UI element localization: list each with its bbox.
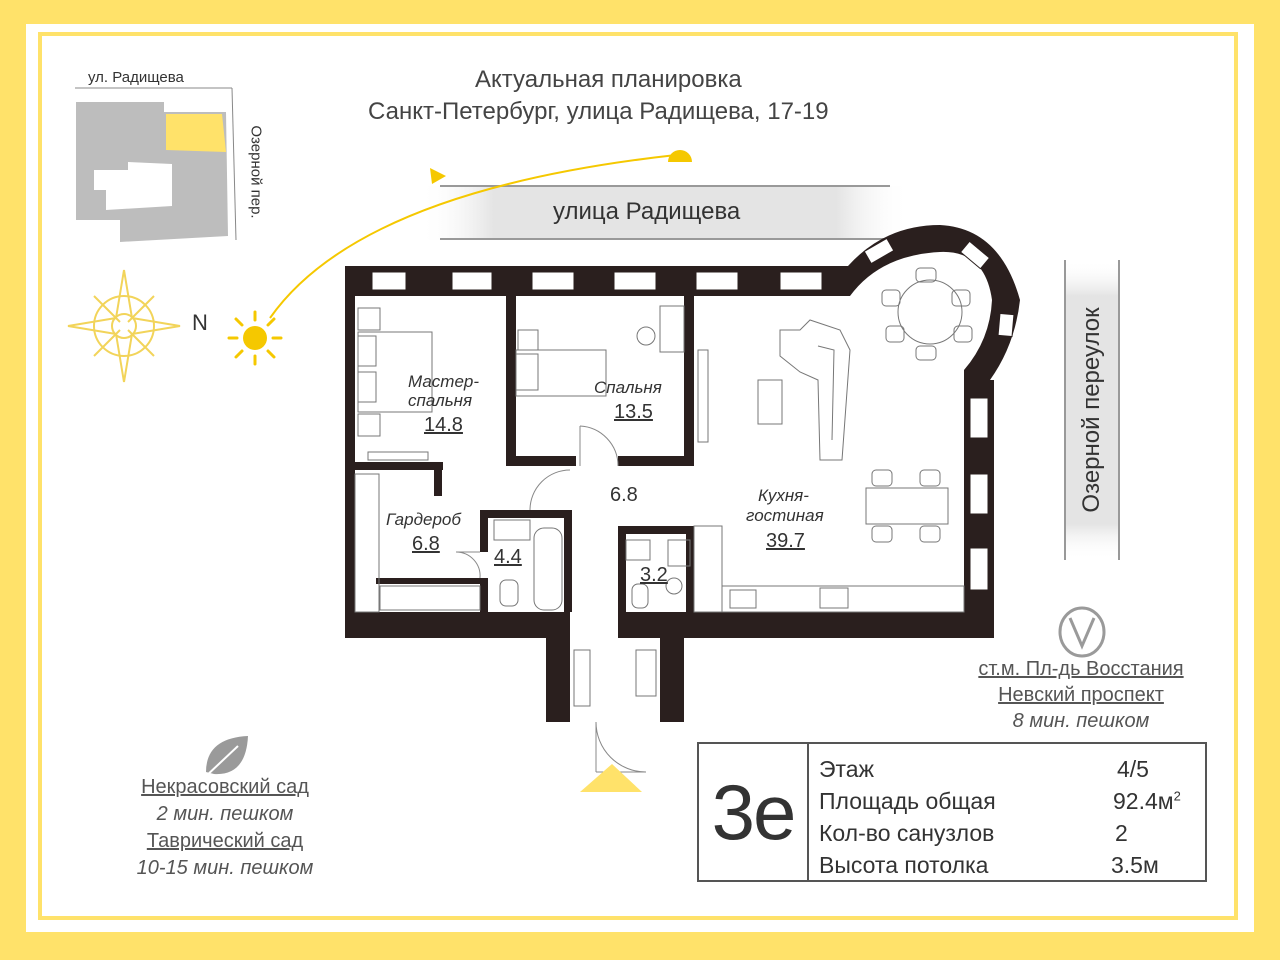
compass-rose — [67, 269, 181, 383]
mini-map-side-label: Озерной пер. — [247, 125, 265, 219]
room-name-wardrobe: Гардероб — [386, 510, 461, 529]
main-street-label: улица Радищева — [553, 198, 741, 225]
room-area-wardrobe: 6.8 — [412, 533, 440, 555]
metro-icon — [1058, 606, 1106, 658]
room-area-hall: 6.8 — [610, 484, 638, 506]
mini-map — [75, 87, 237, 242]
side-street-line-left — [1064, 260, 1066, 560]
park-name: Некрасовский сад — [141, 776, 309, 798]
leaf-icon — [203, 736, 248, 779]
apartment-code: 3е — [699, 744, 809, 880]
mini-map-street-label: ул. Радищева — [88, 69, 184, 86]
room-area-master: 14.8 — [424, 414, 463, 436]
sun-path-arrow — [430, 168, 446, 184]
page-title-line1: Актуальная планировка — [475, 66, 742, 93]
metro-walk-time: 8 мин. пешком — [1012, 710, 1150, 732]
info-label-ceiling: Высота потолка — [819, 852, 989, 878]
metro-info: ст.м. Пл-дь Восстания Невский проспект 8… — [950, 656, 1212, 734]
sunset-icon — [668, 150, 692, 162]
room-name-bedroom: Спальня — [594, 378, 662, 397]
info-value-area-number: 92.4м — [1113, 788, 1174, 814]
room-name-kitchen-line1: Кухня- — [758, 486, 809, 505]
windows-right — [969, 397, 989, 591]
furniture — [354, 267, 973, 707]
main-street-band — [420, 186, 910, 240]
room-area-wc: 3.2 — [640, 564, 668, 586]
info-value-ceiling: 3.5м — [1111, 852, 1159, 878]
park-name: Таврический сад — [146, 830, 304, 852]
room-area-bedroom: 13.5 — [614, 401, 653, 423]
side-street-band — [1065, 260, 1119, 560]
apartment-info-table: 3е Этаж 4/5 Площадь общая 92.4м2 Кол-во … — [697, 742, 1207, 882]
room-name-master-line2: спальня — [408, 391, 473, 410]
room-name-kitchen-line2: гостиная — [746, 506, 824, 525]
park-walk-time: 10-15 мин. пешком — [136, 857, 314, 879]
page-title-line2: Санкт-Петербург, улица Радищева, 17-19 — [368, 98, 829, 125]
inner-frame — [38, 32, 1238, 920]
side-street-label: Озерной переулок — [1078, 307, 1105, 513]
windows-top — [371, 271, 823, 291]
mini-map-building-highlight — [166, 114, 226, 152]
sun-path-arc — [269, 154, 677, 319]
north-label: N — [192, 310, 208, 335]
info-value-floor: 4/5 — [1117, 756, 1149, 782]
info-value-bathrooms: 2 — [1115, 820, 1128, 846]
room-area-kitchen: 39.7 — [766, 530, 805, 552]
door-swings — [455, 425, 647, 773]
info-label-area: Площадь общая — [819, 788, 996, 814]
park-walk-time: 2 мин. пешком — [156, 803, 294, 825]
main-street-line-bottom — [440, 238, 890, 240]
info-value-area: 92.4м2 — [1113, 788, 1181, 815]
info-label-floor: Этаж — [819, 756, 874, 782]
plan-sheet — [26, 24, 1254, 932]
sun-icon — [227, 310, 283, 366]
exterior-walls — [345, 225, 1020, 722]
entrance-marker — [580, 764, 642, 792]
main-street-line-top — [440, 185, 890, 187]
windows-bay — [863, 237, 1015, 338]
info-label-bathrooms: Кол-во санузлов — [819, 820, 995, 846]
info-value-area-unit-sup: 2 — [1173, 788, 1181, 804]
interior-walls — [355, 296, 694, 612]
room-area-bathroom: 4.4 — [494, 546, 522, 568]
metro-station: ст.м. Пл-дь Восстания — [978, 658, 1184, 680]
side-street-line-right — [1118, 260, 1120, 560]
parks-info: Некрасовский сад 2 мин. пешком Таврическ… — [110, 774, 340, 882]
room-name-master-line1: Мастер- — [408, 372, 480, 391]
metro-station-2: Невский проспект — [998, 684, 1164, 706]
